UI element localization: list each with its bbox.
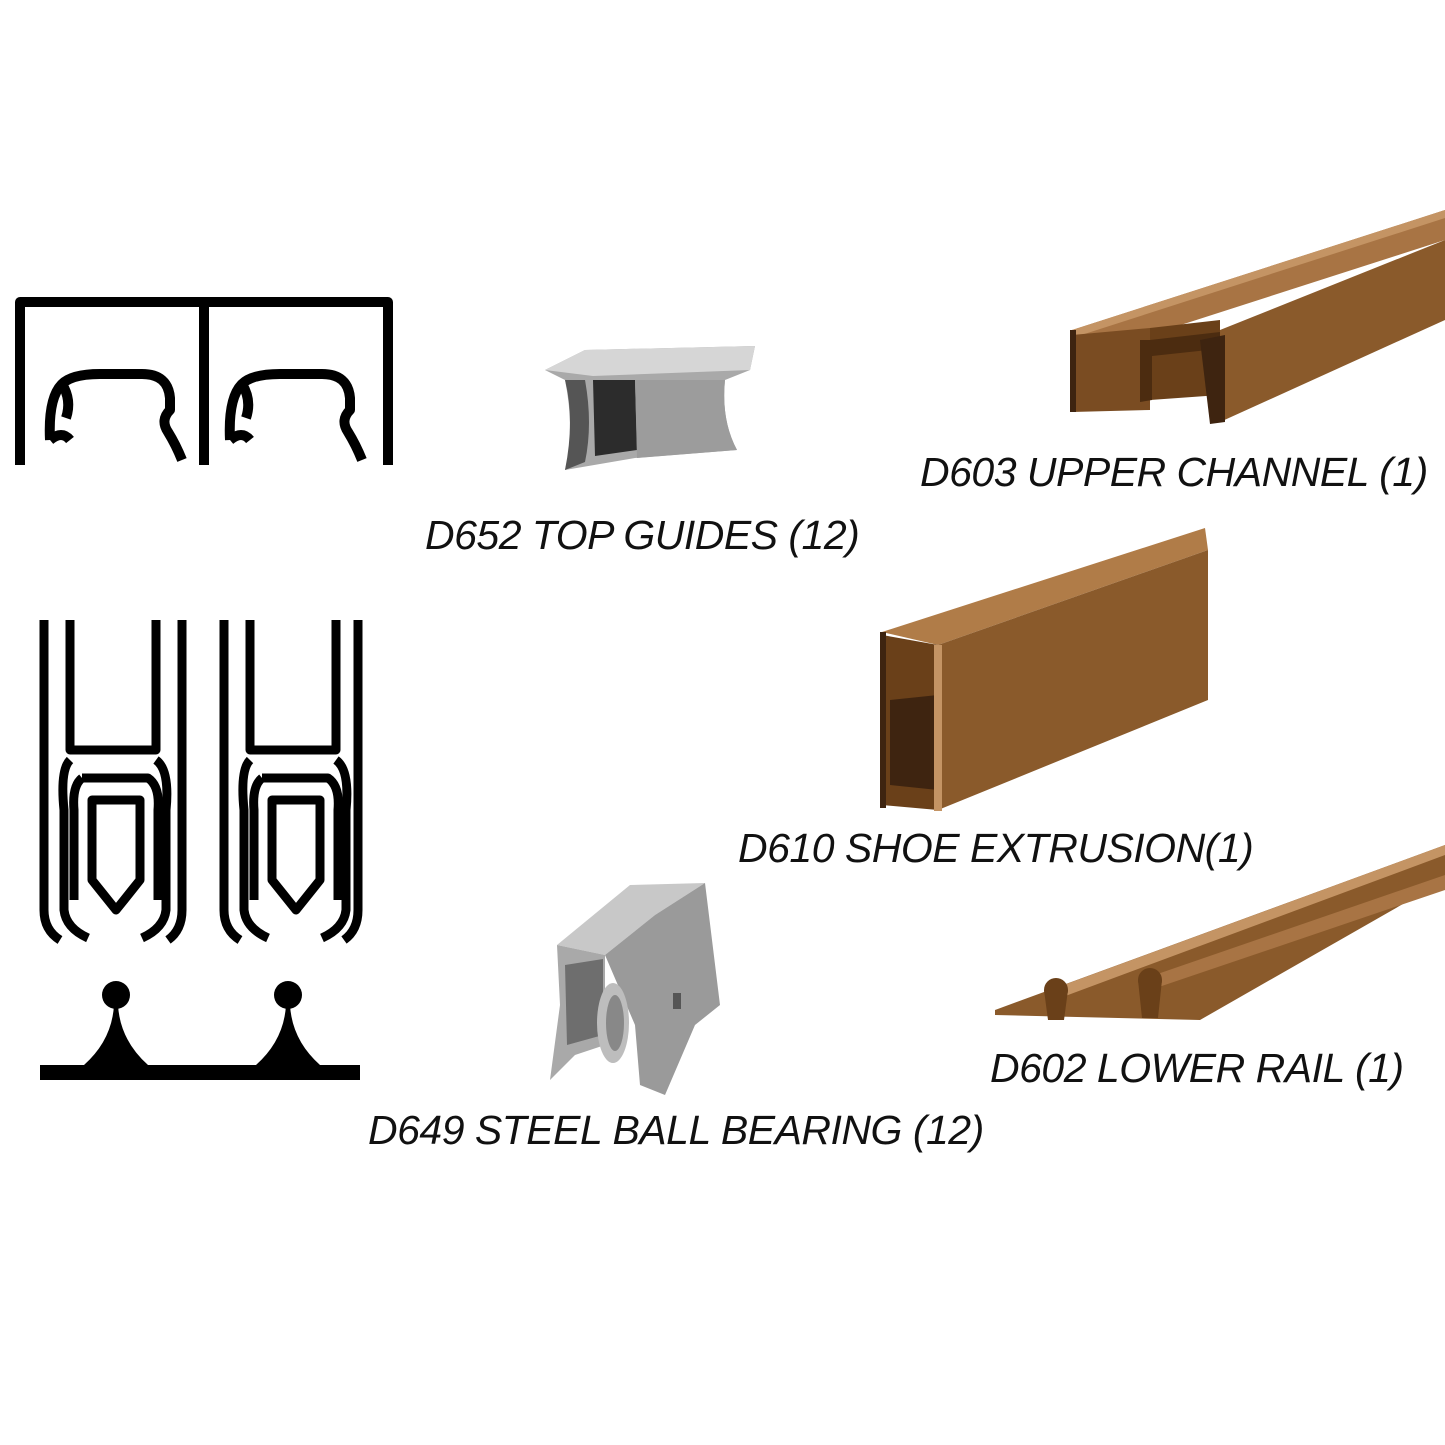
part-label-d603: D603 UPPER CHANNEL (1)	[920, 449, 1428, 495]
shoe-extrusion-icon	[880, 528, 1208, 811]
part-label-d649: D649 STEEL BALL BEARING (12)	[368, 1107, 984, 1153]
part-label-d610: D610 SHOE EXTRUSION(1)	[738, 825, 1254, 871]
ball-bearing-roller-icon	[550, 883, 720, 1095]
lower-rail-profile-drawing	[39, 620, 363, 1080]
upper-channel-icon	[1070, 210, 1445, 424]
part-label-d602: D602 LOWER RAIL (1)	[990, 1045, 1404, 1091]
lower-rail-icon	[995, 845, 1445, 1020]
upper-channel-profile-drawing	[15, 297, 393, 465]
part-label-d652: D652 TOP GUIDES (12)	[425, 512, 860, 558]
top-guide-icon	[545, 346, 755, 470]
